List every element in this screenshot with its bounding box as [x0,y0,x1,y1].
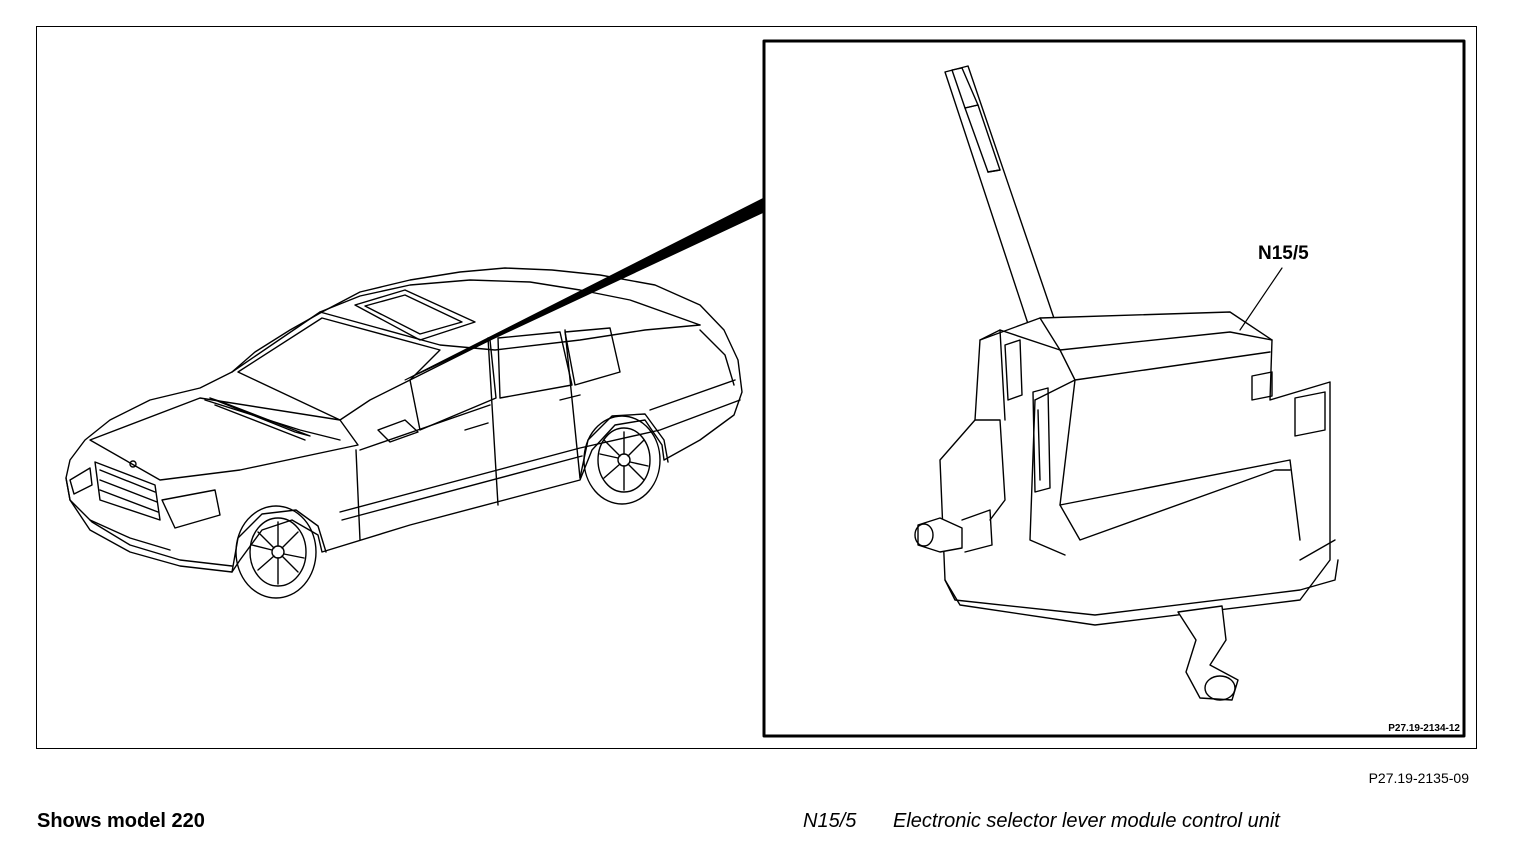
car-illustration [65,267,743,599]
callout-label: N15/5 [1258,243,1309,264]
diagram-frame [36,26,1477,749]
diagram-artwork: N15/5 P27.19-2134-12 [65,39,1466,738]
model-caption: Shows model 220 [37,810,205,832]
inner-figure-ref: P27.19-2134-12 [1388,723,1460,734]
pointer-wedge [404,197,765,381]
legend-code: N15/5 [803,810,857,832]
selector-lever-module-illustration [914,65,1339,701]
figure-ref: P27.19-2135-09 [1368,770,1469,786]
legend-description: Electronic selector lever module control… [893,810,1280,832]
detail-inset-box [762,39,1466,738]
callout-leader-line [1239,267,1283,331]
legend-item: N15/5 Electronic selector lever module co… [803,810,1280,833]
